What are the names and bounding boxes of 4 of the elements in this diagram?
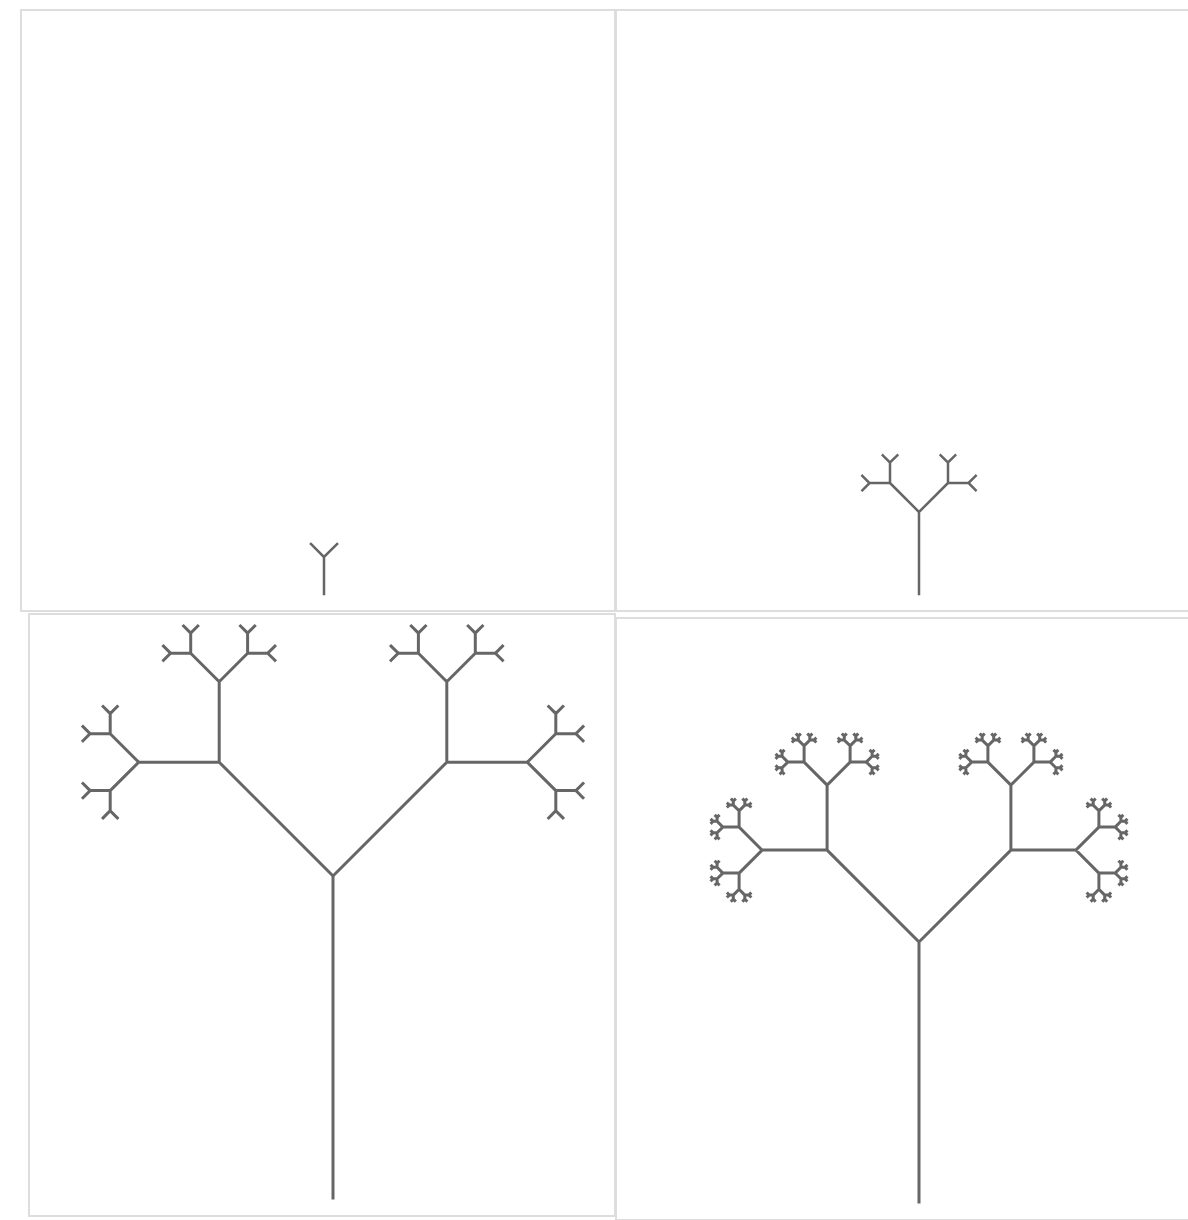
fractal-tree-panel: [615, 9, 1188, 612]
fractal-tree-panel: [28, 613, 616, 1217]
fractal-tree-panel: [615, 617, 1188, 1220]
fractal-tree-panel: [20, 9, 616, 612]
